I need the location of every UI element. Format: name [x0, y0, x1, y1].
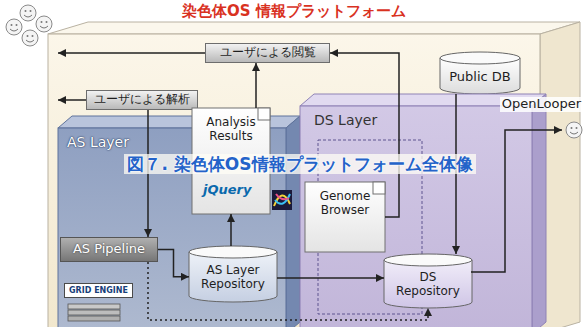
user-arrow — [58, 52, 205, 54]
server-stack — [68, 304, 120, 321]
cylinder-top — [189, 246, 277, 258]
figure-caption: 図７. 染色体OS情報プラットフォーム全体像 — [124, 154, 475, 174]
node-text: Analysis Results — [198, 116, 264, 144]
document-corner — [373, 182, 385, 194]
server-unit — [68, 310, 120, 315]
face-mouths — [10, 15, 578, 134]
box-top-face — [48, 22, 580, 34]
cylinder-top — [440, 52, 520, 64]
face-mouth — [40, 26, 48, 28]
cylinder-top — [384, 254, 472, 266]
face-eye — [30, 10, 32, 12]
face-eye — [571, 127, 573, 129]
repository-cylinder: AS Layer Repository — [189, 246, 277, 302]
system-name: OpenLooper — [500, 97, 583, 112]
face-eye — [32, 35, 34, 37]
face-mouth — [10, 29, 18, 31]
connector — [277, 277, 384, 279]
connector — [230, 214, 232, 246]
user-face — [22, 30, 38, 46]
node-text: Genome Browser — [311, 190, 379, 218]
process-box: ユーザによる閲覧 — [205, 43, 330, 63]
document-shape: Genome Browser — [305, 182, 385, 252]
cylinder-body — [384, 260, 472, 308]
face-mouth — [26, 40, 34, 42]
node-text: 染色体OS 情報プラットフォーム — [48, 2, 540, 20]
layer-front-face — [300, 106, 532, 327]
face-eye — [27, 35, 29, 37]
visualization-thumbnail — [272, 190, 292, 210]
cylinder-body — [189, 252, 277, 302]
document-corner — [258, 108, 270, 120]
layer-side-face — [286, 116, 300, 327]
caption-block: 図７. 染色体OS情報プラットフォーム全体像 — [60, 154, 540, 174]
node-text: DS Layer — [314, 112, 377, 128]
user-face — [36, 16, 52, 32]
node-text: AS Layer — [67, 134, 129, 150]
repository-cylinder: DS Repository — [384, 254, 472, 308]
database-cylinder: Public DB — [440, 52, 520, 94]
face-mouth — [570, 132, 578, 134]
face-features — [11, 10, 578, 129]
box-front-face — [48, 34, 540, 327]
document-page — [305, 182, 385, 252]
server-unit — [68, 304, 120, 309]
face-eye — [25, 10, 27, 12]
node-text: ユーザによる解析 — [94, 93, 190, 107]
connector — [330, 53, 399, 217]
face-eye — [16, 24, 18, 26]
face-eye — [41, 21, 43, 23]
face-mouth — [24, 15, 32, 17]
node-text: AS Layer Repository — [194, 264, 272, 292]
layer-side-face — [532, 94, 546, 327]
node-text: ユーザによる閲覧 — [220, 46, 316, 60]
thumbnail-curve — [276, 194, 289, 199]
thumbnail-curve — [275, 194, 290, 204]
node-text: DS Repository — [389, 271, 467, 299]
connector — [455, 94, 457, 254]
user-arrows — [58, 53, 562, 272]
face-eye — [46, 21, 48, 23]
layer-box: DS LayerGenome Browser DS Repository — [300, 106, 532, 327]
connector — [158, 250, 189, 277]
export-arrow — [471, 130, 562, 272]
user-face — [20, 5, 36, 21]
node-text: AS Pipeline — [73, 242, 145, 257]
connector — [148, 262, 428, 320]
process-box: AS Pipeline — [60, 237, 158, 262]
user-face — [566, 122, 582, 138]
user-arrow — [58, 99, 86, 101]
process-box: ユーザによる解析 — [86, 90, 198, 110]
logo-text: GRID ENGINE — [64, 283, 133, 298]
face-eye — [11, 24, 13, 26]
thumbnail-ground — [272, 190, 292, 210]
user-face — [6, 19, 22, 35]
server-unit — [68, 316, 120, 321]
user-faces — [6, 5, 582, 138]
face-eye — [576, 127, 578, 129]
connector — [255, 63, 257, 108]
node-text: Public DB — [449, 70, 511, 85]
logo-text: jQuery — [203, 183, 251, 198]
